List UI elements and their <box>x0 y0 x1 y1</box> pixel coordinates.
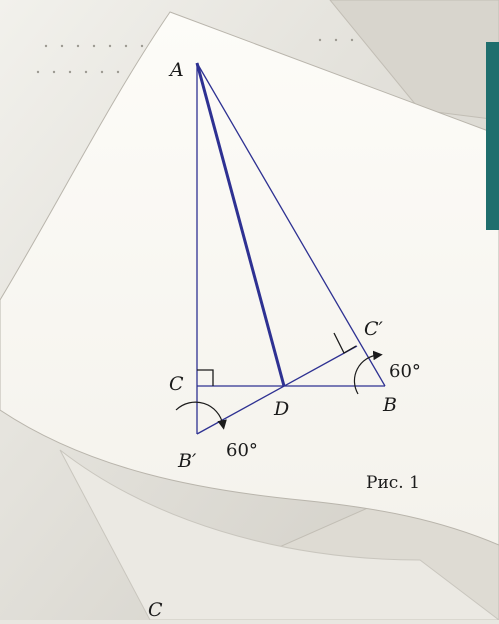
right-angle-mark-c <box>197 369 214 386</box>
angle-arc-bprime <box>175 401 227 430</box>
back-sheet-3 <box>329 0 499 121</box>
label-point-d: D <box>273 398 289 420</box>
back-sheet-2 <box>59 449 499 621</box>
figure-caption: Рис. 1 <box>366 473 420 493</box>
label-point-c: C <box>169 373 184 395</box>
angle-label-b: 60° <box>389 361 421 382</box>
bottom-fragment-text: С <box>148 599 163 620</box>
main-paper-sheet <box>0 11 499 546</box>
label-point-cprime: C′ <box>364 318 384 340</box>
triangle-lines <box>196 62 386 435</box>
label-point-bprime: B′ <box>177 450 197 472</box>
angle-label-bprime: 60° <box>226 440 258 461</box>
label-point-a: A <box>168 59 184 81</box>
segment-bprime-cprime <box>196 345 358 435</box>
label-point-b: B <box>382 394 397 416</box>
segment-a-d <box>195 62 286 387</box>
right-angle-mark-cprime <box>333 332 357 354</box>
segment-a-b <box>196 62 386 387</box>
teal-tab <box>486 42 499 230</box>
angle-arc-b <box>353 350 383 395</box>
